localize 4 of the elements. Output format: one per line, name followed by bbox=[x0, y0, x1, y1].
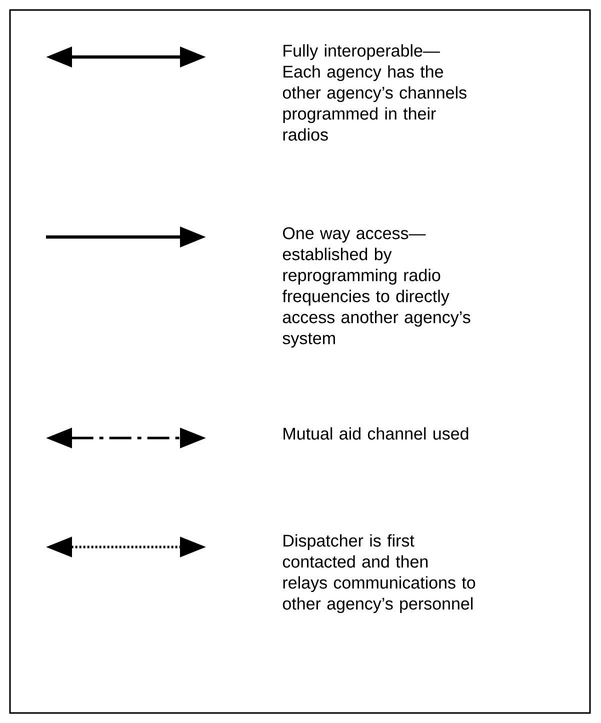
legend-text: Fully interoperable—Each agency has the other agency’s channels programmed in their radios bbox=[282, 44, 466, 141]
legend-text: Dispatcher is first contacted and then relays communications to other agency’s personnel bbox=[282, 534, 476, 614]
legend-text: Mutual aid channel used bbox=[284, 427, 468, 440]
legend-text: One way access—established by reprogramming radio frequencies to directly access another agency’s system bbox=[282, 227, 470, 348]
